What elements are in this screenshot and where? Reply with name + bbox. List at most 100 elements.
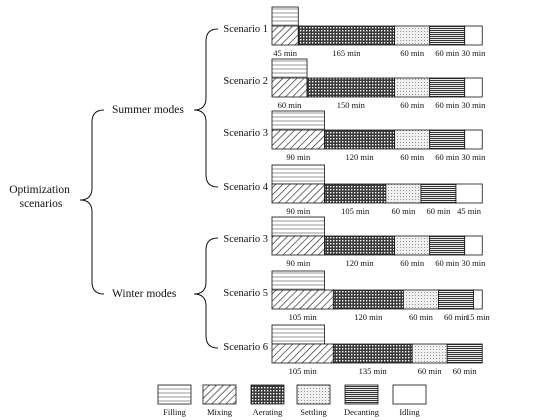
- legend-item-aerating: Aerating: [250, 384, 285, 417]
- mixing-segment: [271, 25, 299, 46]
- decanting-segment: [429, 129, 466, 150]
- settling-duration-label: 60 min: [400, 48, 425, 58]
- mixing-segment: [271, 343, 334, 364]
- idling-duration-label: 30 min: [462, 152, 487, 162]
- phase-legend: Filling Mixing Aerating Settling Decanting Id…: [157, 384, 427, 417]
- scenario-label: Scenario 1: [223, 24, 268, 35]
- filling-segment: [271, 324, 325, 345]
- root-label-line-2: scenarios: [20, 198, 63, 210]
- decanting-segment: [429, 77, 466, 98]
- decanting-duration-label: 60 min: [435, 48, 460, 58]
- legend-label: Settling: [300, 407, 327, 417]
- aerating-duration-label: 165 min: [332, 48, 361, 58]
- aerating-segment: [306, 77, 396, 98]
- aerating-segment: [324, 129, 396, 150]
- settling-duration-label: 60 min: [400, 152, 425, 162]
- mixing-segment: [271, 129, 325, 150]
- root-label: Optimization scenarios: [9, 184, 73, 210]
- scenario-label: Scenario 3: [223, 128, 268, 139]
- aerating-segment: [324, 183, 387, 204]
- mixing-duration-label: 90 min: [286, 152, 311, 162]
- scenario-label: Scenario 6: [223, 342, 268, 353]
- mode-label-summer: Summer modes: [112, 104, 184, 116]
- legend-label: Idling: [399, 407, 420, 417]
- idling-duration-label: 30 min: [462, 48, 487, 58]
- mixing-duration-label: 45 min: [273, 48, 298, 58]
- settling-duration-label: 60 min: [418, 366, 443, 376]
- settling-duration-label: 60 min: [409, 312, 434, 322]
- filling-segment: [271, 164, 325, 185]
- aerating-duration-label: 150 min: [337, 100, 366, 110]
- filling-segment: [271, 6, 299, 27]
- legend-item-idling: Idling: [392, 384, 427, 417]
- summer-bracket: [193, 28, 219, 188]
- decanting-duration-label: 60 min: [435, 100, 460, 110]
- settling-segment: [402, 289, 439, 310]
- settling-duration-label: 60 min: [391, 206, 416, 216]
- settling-duration-label: 60 min: [400, 258, 425, 268]
- aerating-duration-label: 135 min: [359, 366, 388, 376]
- legend-label: Filling: [163, 407, 186, 417]
- aerating-duration-label: 105 min: [341, 206, 370, 216]
- settling-duration-label: 60 min: [400, 100, 425, 110]
- legend-label: Mixing: [207, 407, 233, 417]
- aerating-segment: [332, 343, 413, 364]
- legend-swatch: [250, 384, 285, 405]
- idling-segment: [464, 129, 483, 150]
- legend-swatch: [344, 384, 379, 405]
- legend-label: Decanting: [344, 407, 380, 417]
- legend-item-mixing: Mixing: [202, 384, 237, 417]
- filling-segment: [271, 110, 325, 131]
- filling-segment: [271, 58, 308, 79]
- idling-segment: [464, 77, 483, 98]
- winter-bracket: [193, 237, 219, 349]
- aerating-segment: [332, 289, 404, 310]
- settling-segment: [411, 343, 448, 364]
- legend-item-filling: Filling: [157, 384, 192, 417]
- legend-item-settling: Settling: [296, 384, 331, 417]
- aerating-segment: [324, 235, 396, 256]
- decanting-segment: [429, 25, 466, 46]
- mixing-duration-label: 105 min: [289, 312, 318, 322]
- legend-swatch: [157, 384, 192, 405]
- aerating-duration-label: 120 min: [346, 258, 375, 268]
- decanting-duration-label: 60 min: [444, 312, 469, 322]
- idling-segment: [464, 235, 483, 256]
- mixing-segment: [271, 235, 325, 256]
- settling-segment: [394, 25, 431, 46]
- mixing-duration-label: 90 min: [286, 258, 311, 268]
- scenario-label: Scenario 5: [223, 288, 268, 299]
- decanting-duration-label: 60 min: [435, 152, 460, 162]
- mixing-segment: [271, 183, 325, 204]
- decanting-duration-label: 60 min: [435, 258, 460, 268]
- legend-label: Aerating: [253, 407, 283, 417]
- legend-swatch: [202, 384, 237, 405]
- settling-segment: [394, 77, 431, 98]
- settling-segment: [394, 129, 431, 150]
- settling-segment: [385, 183, 422, 204]
- scenario-label: Scenario 4: [223, 182, 268, 193]
- aerating-segment: [297, 25, 396, 46]
- scenario-label: Scenario 3: [223, 234, 268, 245]
- legend-swatch: [392, 384, 427, 405]
- legend-swatch: [296, 384, 331, 405]
- idling-duration-label: 30 min: [462, 258, 487, 268]
- decanting-segment: [438, 289, 474, 310]
- idling-segment: [464, 25, 483, 46]
- idling-segment: [473, 289, 483, 310]
- root-bracket: [79, 109, 105, 295]
- decanting-duration-label: 60 min: [427, 206, 452, 216]
- mixing-segment: [271, 77, 308, 98]
- settling-segment: [394, 235, 431, 256]
- decanting-segment: [420, 183, 457, 204]
- aerating-duration-label: 120 min: [354, 312, 383, 322]
- mixing-duration-label: 60 min: [278, 100, 303, 110]
